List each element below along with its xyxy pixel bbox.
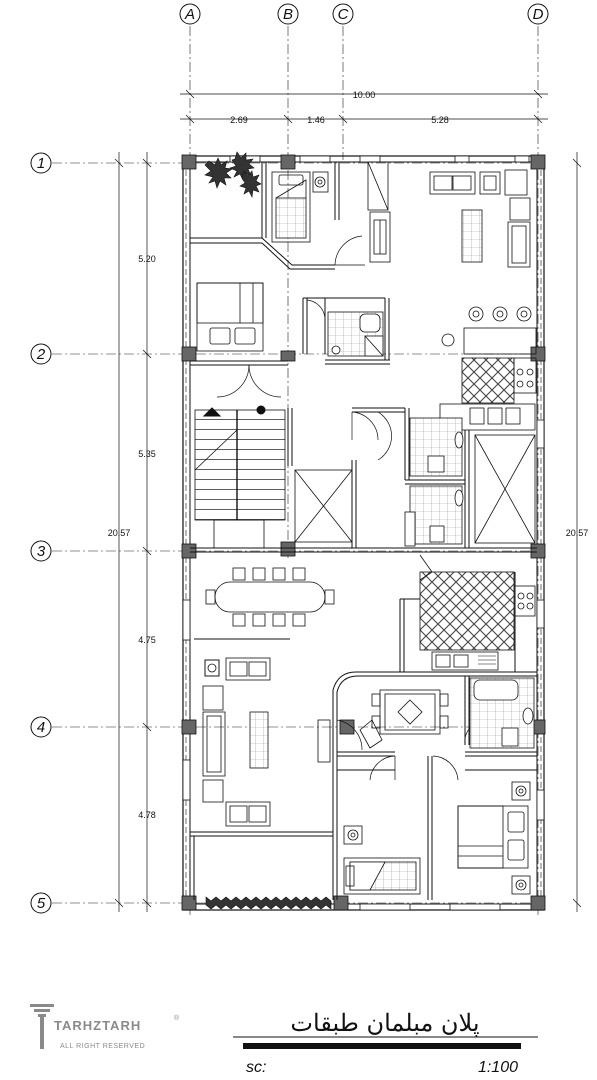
svg-text:4: 4 bbox=[37, 719, 45, 736]
logo-registered-mark: ® bbox=[174, 1014, 180, 1022]
dim-row-23: 5.35 bbox=[138, 449, 156, 459]
svg-text:A: A bbox=[184, 6, 195, 23]
dining-bar-top bbox=[441, 306, 537, 355]
title-block: پلان مبلمان طبقات sc: 1:100 bbox=[233, 1009, 538, 1076]
light-well bbox=[474, 434, 536, 544]
right-dimensions bbox=[572, 152, 582, 912]
dim-col-bc: 1.46 bbox=[307, 115, 325, 125]
logo-name: TARHZTARH bbox=[54, 1018, 141, 1033]
row-bubble-3: 3 bbox=[30, 540, 52, 562]
svg-text:B: B bbox=[283, 6, 293, 23]
lounge-set-lower bbox=[359, 689, 449, 749]
dim-col-ab: 2.69 bbox=[230, 115, 248, 125]
row-bubble-4: 4 bbox=[30, 716, 52, 738]
column-bubble-c: C bbox=[332, 3, 354, 25]
brand-logo: TARHZTARH ® ALL RIGHT RESERVED bbox=[30, 1004, 180, 1050]
logo-tagline: ALL RIGHT RESERVED bbox=[60, 1043, 145, 1050]
toilets-upper bbox=[404, 417, 464, 547]
balcony-top bbox=[204, 151, 262, 198]
bed-double-lower bbox=[457, 781, 531, 895]
bathroom-lower bbox=[469, 677, 535, 749]
kitchen-top bbox=[439, 357, 537, 431]
svg-text:3: 3 bbox=[37, 543, 46, 560]
svg-text:C: C bbox=[338, 6, 349, 23]
scale-label: sc: bbox=[246, 1059, 266, 1076]
column-bubble-a: A bbox=[179, 3, 201, 25]
grid-lines bbox=[52, 26, 545, 915]
wardrobe-top bbox=[369, 211, 391, 263]
svg-text:2: 2 bbox=[36, 346, 46, 363]
bed-single-lower bbox=[343, 825, 421, 895]
dining-table-lower bbox=[205, 567, 335, 627]
elevator-shaft-upper bbox=[294, 469, 353, 543]
row-bubble-2: 2 bbox=[30, 343, 52, 365]
kitchen-lower bbox=[419, 554, 536, 671]
column-bubble-d: D bbox=[527, 3, 549, 25]
lamp-icons bbox=[204, 659, 220, 677]
left-dimensions bbox=[114, 152, 152, 912]
shaft-duct bbox=[367, 161, 389, 211]
svg-text:5: 5 bbox=[37, 895, 46, 912]
dim-total-height-right: 20.57 bbox=[566, 528, 589, 538]
interior-walls-lower bbox=[190, 572, 537, 900]
windows bbox=[182, 155, 545, 911]
row-bubble-5: 5 bbox=[30, 892, 52, 914]
dim-total-height-left: 20.57 bbox=[108, 528, 131, 538]
logo-icon bbox=[30, 1004, 54, 1049]
bed-double-upper bbox=[196, 282, 264, 352]
scale-value: 1:100 bbox=[478, 1059, 518, 1076]
bed-single-top bbox=[271, 171, 329, 243]
dim-col-cd: 5.28 bbox=[431, 115, 449, 125]
drawing-title: پلان مبلمان طبقات bbox=[290, 1009, 479, 1037]
column-bubble-b: B bbox=[277, 3, 299, 25]
bathroom-upper bbox=[327, 311, 384, 357]
balcony-bottom bbox=[205, 896, 332, 910]
svg-text:1: 1 bbox=[37, 155, 45, 172]
sofa-set-top bbox=[429, 169, 531, 268]
dim-row-12: 5.20 bbox=[138, 254, 156, 264]
staircase bbox=[194, 405, 286, 549]
doors bbox=[216, 235, 488, 781]
dim-row-45: 4.78 bbox=[138, 810, 156, 820]
sofa-set-lower bbox=[202, 657, 331, 827]
top-dimensions bbox=[180, 89, 548, 124]
dim-row-34: 4.75 bbox=[138, 635, 156, 645]
row-bubble-1: 1 bbox=[30, 152, 52, 174]
structural-columns bbox=[181, 154, 546, 911]
dim-total-width: 10.00 bbox=[353, 90, 376, 100]
svg-text:D: D bbox=[533, 6, 544, 23]
exterior-walls bbox=[182, 155, 545, 911]
